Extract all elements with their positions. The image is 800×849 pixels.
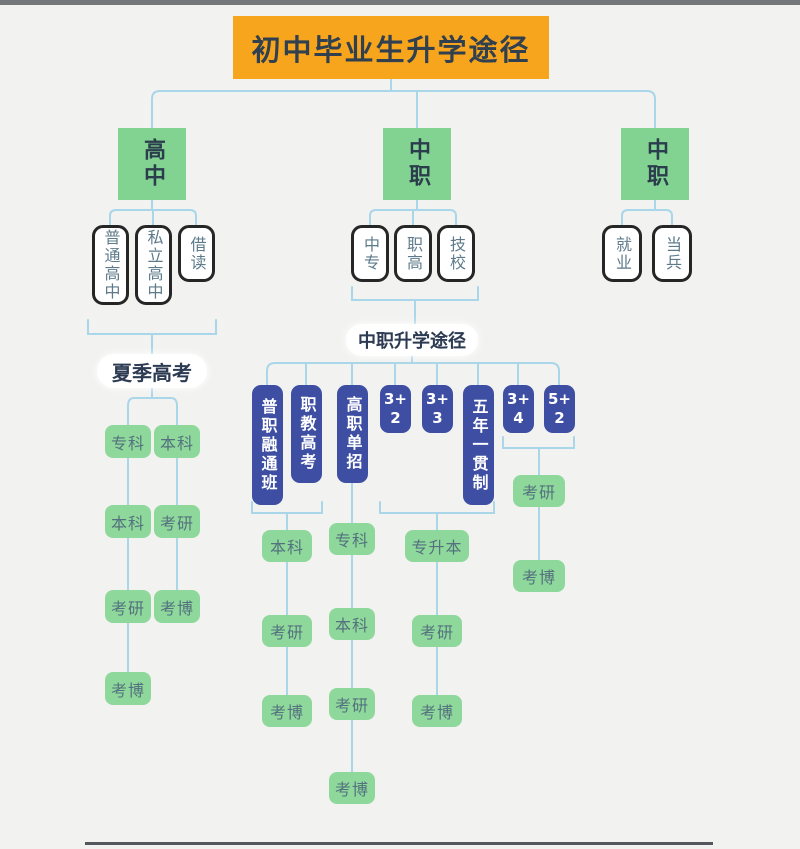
pill-chain-d-kaobo: 考博 (513, 560, 565, 592)
label-vocational-path: 中职升学途径 (346, 324, 478, 356)
option-five-year: 五年一贯制 (463, 385, 494, 505)
pill-chain-a-kaoyan: 考研 (262, 615, 312, 647)
option-5plus2-text: 5+2 (547, 389, 571, 428)
subnode-regular-highschool: 普通高中 (92, 225, 129, 305)
page-title: 初中毕业生升学途径 (233, 16, 549, 79)
pill-chain-c-kaoyan: 考研 (412, 615, 462, 647)
subnode-employment: 就业 (602, 225, 642, 282)
branch-box-vocational-mid: 中职 (383, 128, 451, 200)
option-gaozhi-danzhao: 高职单招 (337, 385, 368, 483)
subnode-zhongzhuan: 中专 (351, 225, 389, 282)
pill-chain-a-benke: 本科 (262, 530, 312, 562)
pill-summer1-zhuanke: 专科 (105, 425, 151, 458)
option-zhijiao-gaokao: 职教高考 (291, 385, 322, 483)
subnode-zhigao: 职高 (394, 225, 432, 282)
bottom-divider (85, 842, 713, 845)
pill-summer2-kaoyan: 考研 (154, 505, 200, 538)
pill-summer1-kaoyan: 考研 (105, 590, 151, 623)
pill-chain-d-kaoyan: 考研 (513, 475, 565, 507)
pill-summer1-kaobo: 考博 (105, 672, 151, 705)
option-puzhi-rongtong: 普职融通班 (252, 385, 283, 505)
pill-chain-c-zhuanshengben: 专升本 (405, 530, 469, 562)
pill-chain-b-kaoyan: 考研 (329, 688, 375, 720)
option-3plus3: 3+3 (422, 385, 453, 433)
pill-summer2-kaobo: 考博 (154, 590, 200, 623)
option-3plus2: 3+2 (380, 385, 411, 433)
top-strip (0, 0, 800, 5)
option-5plus2: 5+2 (544, 385, 575, 433)
branch-box-highschool: 高中 (118, 128, 186, 200)
pill-summer1-benke: 本科 (105, 505, 151, 538)
pill-chain-b-benke: 本科 (329, 608, 375, 640)
option-3plus3-text: 3+3 (425, 389, 449, 428)
branch-box-vocational-right: 中职 (621, 128, 689, 200)
pill-chain-c-kaobo: 考博 (412, 695, 462, 727)
subnode-jiedu: 借读 (178, 225, 215, 282)
subnode-private-highschool: 私立高中 (135, 225, 172, 305)
option-3plus2-text: 3+2 (383, 389, 407, 428)
pill-chain-b-kaobo: 考博 (329, 772, 375, 804)
subnode-military: 当兵 (652, 225, 692, 282)
pill-chain-b-zhuanke: 专科 (329, 523, 375, 555)
subnode-jixiao: 技校 (437, 225, 475, 282)
label-summer-gaokao: 夏季高考 (97, 354, 207, 388)
option-3plus4: 3+4 (503, 385, 534, 433)
pill-chain-a-kaobo: 考博 (262, 695, 312, 727)
pill-summer2-benke: 本科 (154, 425, 200, 458)
option-3plus4-text: 3+4 (506, 389, 530, 428)
